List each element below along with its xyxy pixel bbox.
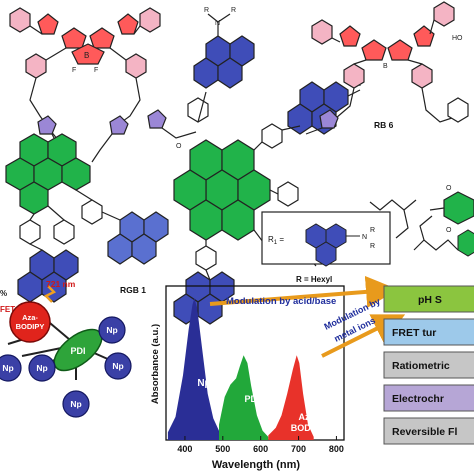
x-tick-label-500: 500 <box>215 444 230 454</box>
absorbance-band-3 <box>268 355 314 440</box>
naphthalimide-bottom-center <box>173 269 235 325</box>
np-node-1 <box>0 354 22 382</box>
r1-definition-box: R1 = N R R <box>261 211 391 267</box>
x-tick-label-700: 700 <box>291 444 306 454</box>
np-node-1-label: Np <box>2 363 13 373</box>
r1-r-lower: R <box>370 243 375 250</box>
percent-label: % <box>0 289 7 298</box>
oxygen-right-a: O <box>446 185 452 192</box>
np-node-2-label: Np <box>36 363 47 373</box>
emission-label: 721 nm <box>46 279 76 289</box>
np-node-4 <box>104 352 132 380</box>
x-tick-label-800: 800 <box>329 444 344 454</box>
naphthalimide-top-center: R R N <box>193 7 255 89</box>
molecular-structure: B F F <box>5 1 474 325</box>
np-node-5-label: Np <box>70 399 81 409</box>
hydroxyl-group: HO <box>452 35 463 42</box>
peak-label-aza-top: Aza- <box>298 412 317 422</box>
feature-box-4 <box>383 384 474 412</box>
np-node-3-label: Np <box>106 325 117 335</box>
absorbance-band-2 <box>219 355 269 440</box>
perylene-core-left <box>5 133 91 215</box>
peak-label-np: Np <box>197 378 210 389</box>
feature-box-2 <box>383 318 474 346</box>
chart-y-label: Absorbance (a.u.) <box>150 324 161 404</box>
chart-series-layer <box>167 298 314 440</box>
feature-label-2: FRET tur <box>392 327 436 339</box>
absorbance-chart: 400 500 600 700 800 Absorbance (a.u.) Wavele… <box>150 285 345 471</box>
arrow-acid-base <box>209 275 398 308</box>
feature-box-3 <box>383 351 474 379</box>
fret-label: FET <box>0 305 15 314</box>
np-node-2 <box>28 354 56 382</box>
naphthalimide-mid-left <box>101 211 169 265</box>
x-tick-label-400: 400 <box>177 444 192 454</box>
r-group-top-a: R <box>204 7 209 14</box>
perylene-core-center: O O <box>173 139 271 241</box>
chart-x-ticks: 400 500 600 700 800 <box>177 436 344 454</box>
feature-label-4: Electrochr <box>392 393 444 405</box>
aza-node-top: Aza- <box>22 313 38 322</box>
r-hexyl-label: R = Hexyl <box>296 275 332 284</box>
pdi-node-label: PDI <box>70 346 85 356</box>
boron-atom-right: B <box>383 63 388 70</box>
rgb1-label: RGB 1 <box>120 285 146 295</box>
aza-bodipy-node <box>9 301 51 343</box>
np-node-3 <box>98 316 126 344</box>
r1-nitrogen: N <box>362 234 367 241</box>
arrow-acid-base-label: Modulation by acid/base <box>226 296 336 307</box>
naphthalimide-right-upper: N <box>281 81 361 135</box>
emission-arrow <box>43 285 57 303</box>
fluorine-atom-right: F <box>94 67 98 74</box>
feature-box-1 <box>383 285 474 313</box>
absorbance-band-1 <box>167 298 223 440</box>
feature-label-1: pH S <box>418 294 442 306</box>
nitrogen-top: N <box>215 20 220 27</box>
boron-atom: B <box>84 51 89 60</box>
rb6-label: RB 6 <box>374 120 394 130</box>
feature-list: pH S FRET turRatiometricElectrochrReversi… <box>383 285 474 445</box>
np-node-5 <box>62 390 90 418</box>
r-group-top-b: R <box>231 7 236 14</box>
x-tick-label-600: 600 <box>253 444 268 454</box>
r1-r-upper: R <box>370 227 375 234</box>
feature-label-3: Ratiometric <box>392 360 450 372</box>
schematic-panel: % FET 721 nm Aza- BODIPY PDI Np Np Np Np… <box>0 279 132 418</box>
feature-label-5: Reversible Fl <box>392 426 457 438</box>
fluorine-atom-left: F <box>72 67 76 74</box>
peak-label-pdi: PDI <box>244 394 259 404</box>
oxygen-right-b: O <box>446 227 452 234</box>
aza-bodipy-unit-left: B F F <box>9 7 161 79</box>
aza-bodipy-unit-right: HO B <box>311 1 463 89</box>
peak-label-aza-bottom: BODIPY <box>291 423 326 433</box>
oxygen-perylene-a: O <box>176 143 182 150</box>
chart-x-label: Wavelength (nm) <box>212 459 301 471</box>
np-node-4-label: Np <box>112 361 123 371</box>
aza-node-bottom: BODIPY <box>16 322 45 331</box>
naphthalimide-left <box>17 243 79 303</box>
r1-symbol: R1 = <box>268 235 284 246</box>
feature-box-5 <box>383 417 474 445</box>
